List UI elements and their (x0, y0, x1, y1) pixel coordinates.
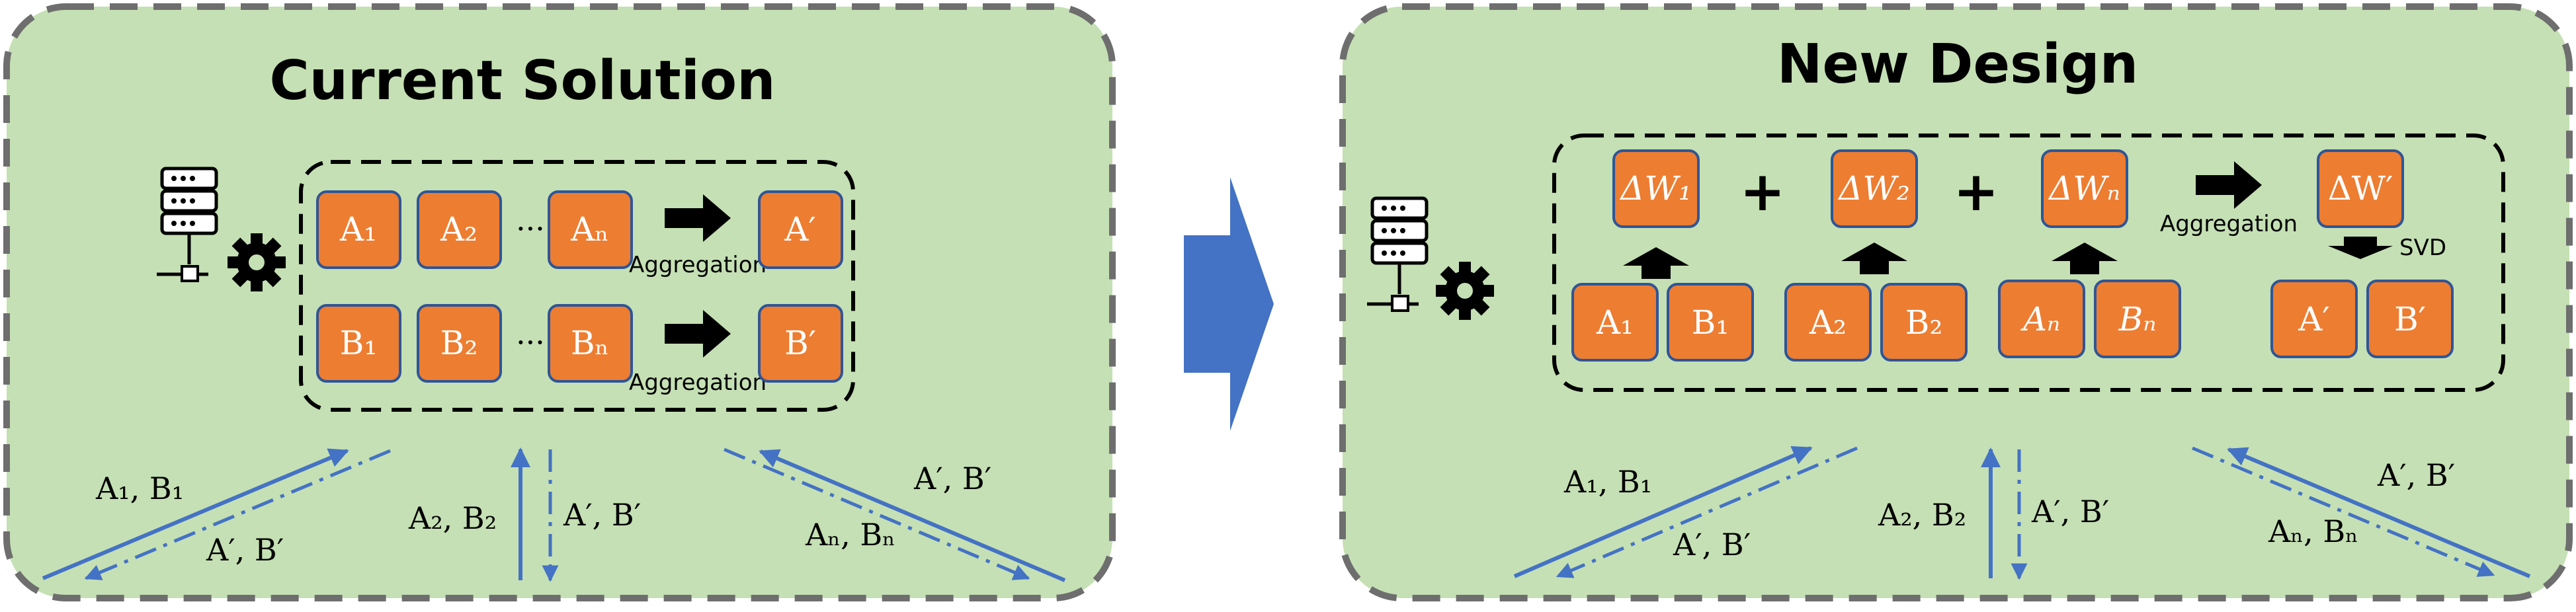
left-box-b1-label: B₁ (340, 324, 378, 362)
left-box-a-prime-label: A′ (784, 210, 815, 249)
right-box-dw2-label: ΔW₂ (1837, 169, 1910, 208)
right-box-dw2 (1831, 149, 1918, 228)
left-link-clientn-down (724, 447, 1030, 580)
left-label-client1-up: A₁, B₁ (95, 471, 184, 506)
right-label-client1-up: A₁, B₁ (1563, 464, 1652, 500)
left-box-an-label: Aₙ (570, 210, 609, 249)
right-box-dw-prime (2317, 149, 2404, 228)
right-down-arrow-icon (2328, 237, 2393, 259)
transition-right-arrow-icon (1184, 177, 1274, 431)
right-label-client2-down: A′, B′ (2031, 494, 2109, 529)
right-box-pair1-b-label: B₁ (1692, 303, 1729, 342)
right-plus-2: + (1954, 161, 1999, 223)
left-box-bn-label: Bₙ (571, 324, 609, 362)
right-box-b-prime-label: B′ (2394, 300, 2426, 338)
left-label-client2-up: A₂, B₂ (408, 500, 497, 536)
left-aggregation-label-a: Aggregation (629, 252, 767, 278)
left-box-b2 (417, 304, 502, 383)
right-box-pair2-b-label: B₂ (1905, 303, 1943, 342)
left-gear-icon (228, 233, 286, 291)
left-ellipsis-a: ··· (516, 211, 545, 247)
right-link-client1-down (1556, 446, 1858, 578)
right-box-a-prime (2270, 280, 2358, 358)
right-box-pairn-a (1998, 280, 2085, 358)
right-box-dwn-label: ΔWₙ (2048, 169, 2120, 208)
left-box-a2 (417, 190, 502, 269)
right-svd-label: SVD (2399, 235, 2446, 261)
right-box-pair2-a (1784, 283, 1872, 362)
right-gear-icon (1436, 262, 1494, 320)
right-box-dwn (2041, 149, 2128, 228)
right-label-client1-down: A′, B′ (1673, 527, 1751, 562)
right-box-dw-prime-label: ΔW′ (2328, 169, 2393, 208)
left-box-bn (548, 304, 633, 383)
left-aggregation-region (299, 160, 855, 412)
left-box-b-prime-label: B′ (784, 324, 816, 362)
left-panel-background (3, 3, 1116, 601)
left-link-client1-up (42, 448, 349, 580)
left-box-a-prime (758, 190, 843, 269)
right-aggregation-label: Aggregation (2160, 211, 2298, 237)
right-box-pair2-b (1880, 283, 1968, 362)
right-link-clientn-down (2192, 446, 2495, 577)
left-box-a1-label: A₁ (339, 210, 377, 249)
right-box-pair1-b (1667, 283, 1754, 362)
right-label-clientn-down: A′, B′ (2377, 457, 2455, 493)
right-link-client1-up (1513, 445, 1813, 578)
right-label-clientn-up: Aₙ, Bₙ (2268, 514, 2358, 549)
right-box-pairn-b-label: Bₙ (2118, 300, 2156, 338)
left-aggregation-label-b: Aggregation (629, 369, 767, 396)
left-box-an (548, 190, 633, 269)
right-aggregation-region (1552, 134, 2505, 392)
left-link-client1-down (84, 449, 391, 580)
right-box-dw1 (1612, 149, 1700, 228)
left-ellipsis-b: ··· (516, 325, 545, 360)
left-box-b-prime (758, 304, 843, 383)
left-box-a2-label: A₂ (440, 210, 478, 249)
left-box-b1 (316, 304, 401, 383)
left-label-clientn-down: A′, B′ (913, 461, 991, 496)
right-panel: New Design ΔW₁ + ΔW₂ + ΔWₙ Aggregation Δ… (1339, 3, 2573, 601)
right-panel-title: New Design (1777, 33, 2138, 96)
right-plus-1: + (1740, 161, 1786, 223)
right-box-pair1-a (1571, 283, 1659, 362)
right-label-client2-up: A₂, B₂ (1878, 497, 1966, 533)
right-box-dw1-label: ΔW₁ (1619, 169, 1692, 208)
right-box-pairn-a-label: Aₙ (2020, 300, 2060, 338)
right-box-pairn-b (2094, 280, 2181, 358)
left-label-clientn-up: Aₙ, Bₙ (805, 517, 895, 553)
right-link-clientn-up (2227, 447, 2531, 578)
left-label-client1-down: A′, B′ (206, 532, 284, 568)
right-box-pair2-a-label: A₂ (1809, 303, 1847, 342)
right-box-b-prime (2366, 280, 2454, 358)
left-panel-title: Current Solution (269, 50, 775, 112)
right-box-a-prime-label: A′ (2298, 300, 2329, 338)
left-link-clientn-up (759, 449, 1066, 582)
left-box-a1 (316, 190, 401, 269)
right-box-pair1-a-label: A₁ (1596, 303, 1634, 342)
left-label-client2-down: A′, B′ (563, 497, 641, 533)
left-panel: Current Solution A₁ A₂ ··· Aₙ Aggregatio… (3, 3, 1116, 601)
left-box-b2-label: B₂ (440, 324, 478, 362)
